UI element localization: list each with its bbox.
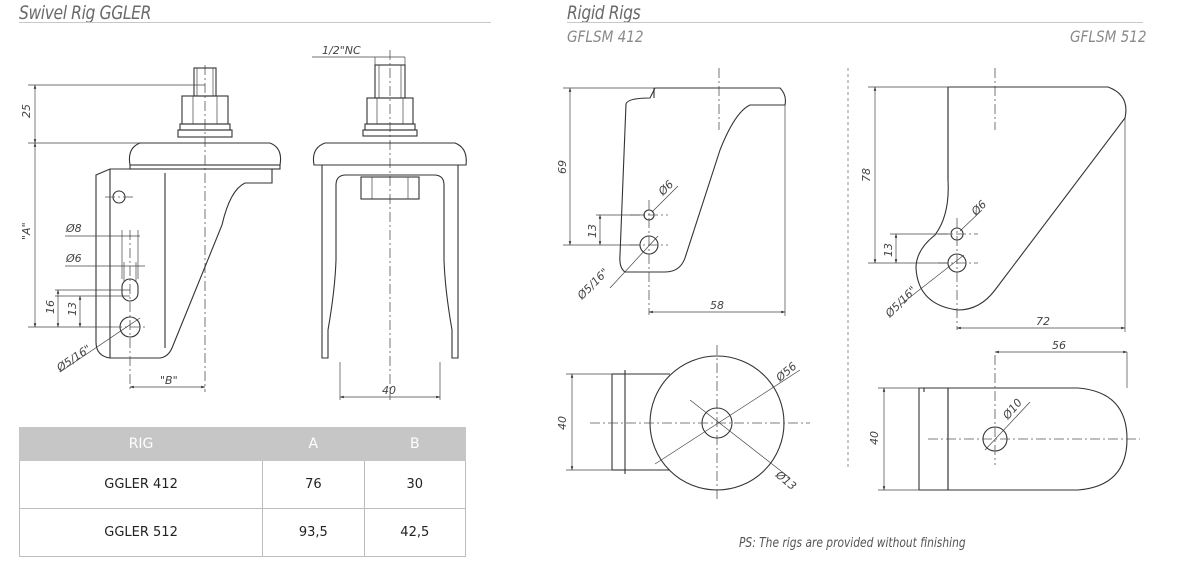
gflsm-412-top-view xyxy=(566,345,810,500)
dim-phi8: Ø8 xyxy=(65,222,82,235)
table-cell-b: 30 xyxy=(363,460,467,509)
swivel-front-view xyxy=(312,50,467,400)
table-header-rig: RIG xyxy=(18,427,264,461)
dim-phi516-swivel: Ø5/16" xyxy=(54,342,94,375)
gflsm-412-side-view xyxy=(563,68,786,316)
dim-half-inch-nc: 1/2"NC xyxy=(322,44,361,57)
dim-69: 69 xyxy=(556,160,569,174)
left-title-rule xyxy=(19,22,491,23)
dim-A: "A" xyxy=(20,222,33,240)
table-header-a: A xyxy=(262,427,365,461)
gflsm-512-label: GFLSM 512 xyxy=(1070,27,1147,46)
dim-phi516-412: Ø5/16" xyxy=(574,266,611,303)
dim-56: 56 xyxy=(1052,339,1066,352)
finishing-note: PS: The rigs are provided without finish… xyxy=(739,536,966,551)
dim-40-top-412: 40 xyxy=(556,416,569,430)
dim-phi6-512: Ø6 xyxy=(968,198,989,219)
table-header-row: RIG A B xyxy=(18,427,467,461)
dim-16: 16 xyxy=(44,300,57,314)
table-cell-rig: GGLER 512 xyxy=(18,508,264,557)
dim-13-412: 13 xyxy=(586,224,599,238)
rigid-rigs-title: Rigid Rigs xyxy=(567,2,641,24)
dim-25: 25 xyxy=(20,104,33,118)
rig-dimensions-table: RIG A B GGLER 412 76 30 GGLER 512 93,5 4… xyxy=(18,427,467,557)
table-cell-a: 93,5 xyxy=(262,508,365,557)
table-cell-rig: GGLER 412 xyxy=(18,460,264,509)
gflsm-412-label: GFLSM 412 xyxy=(567,27,644,46)
dim-40-front: 40 xyxy=(382,384,396,397)
swivel-rig-title: Swivel Rig GGLER xyxy=(19,2,151,24)
dim-13-swivel: 13 xyxy=(66,302,79,316)
dim-phi6-412: Ø6 xyxy=(655,178,676,199)
dim-13-512: 13 xyxy=(882,243,895,257)
table-cell-a: 76 xyxy=(262,460,365,509)
right-title-rule xyxy=(567,22,1143,23)
dim-phi10: Ø10 xyxy=(1000,396,1025,422)
dim-40-top-512: 40 xyxy=(868,431,881,445)
dim-phi56: Ø56 xyxy=(773,360,799,385)
table-header-b: B xyxy=(363,427,467,461)
dim-B: "B" xyxy=(160,374,178,387)
dim-phi13: Ø13 xyxy=(772,468,798,493)
dim-78: 78 xyxy=(860,168,873,182)
gflsm-512-top-view xyxy=(878,350,1140,491)
table-cell-b: 42,5 xyxy=(363,508,467,557)
dim-phi6-swivel: Ø6 xyxy=(65,252,82,265)
gflsm-512-side-view xyxy=(847,68,1127,470)
table-row: GGLER 412 76 30 xyxy=(18,460,467,509)
table-row: GGLER 512 93,5 42,5 xyxy=(18,508,467,557)
dim-58: 58 xyxy=(710,299,724,312)
dim-phi516-512: Ø5/16" xyxy=(882,284,919,321)
dim-72: 72 xyxy=(1036,315,1050,328)
swivel-side-view xyxy=(28,65,282,392)
